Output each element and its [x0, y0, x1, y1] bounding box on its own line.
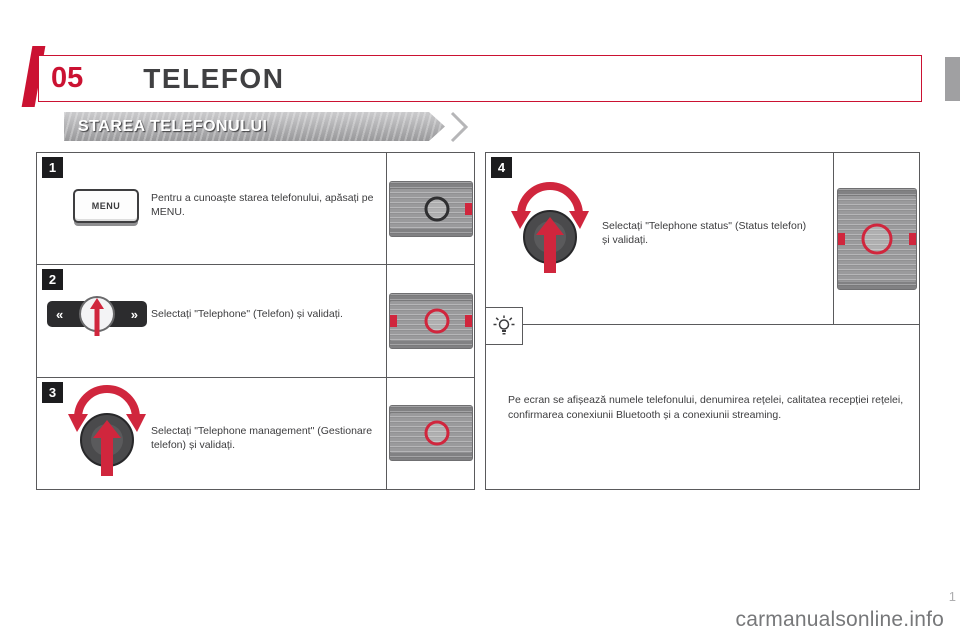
screen-thumbnail	[388, 405, 473, 462]
rocker-switch-illustration: « »	[47, 293, 147, 341]
step-number-badge: 4	[491, 157, 512, 178]
screen-thumbnail	[388, 292, 473, 349]
step-row-4: 4 Selectați "Telephone status" (Status t…	[486, 153, 919, 325]
steps-panel-left: 1 MENU Pentru a cunoaște starea telefonu…	[36, 152, 475, 490]
page-header: 05 TELEFON	[38, 55, 922, 102]
tip-icon-box	[485, 307, 523, 345]
page-title: TELEFON	[143, 62, 285, 94]
selection-ring-icon	[424, 420, 450, 446]
chapter-number: 05	[51, 62, 84, 94]
step-instruction: Selectați "Telephone" (Telefon) și valid…	[151, 308, 343, 321]
step-number-badge: 3	[42, 381, 63, 403]
step-number-badge: 1	[42, 157, 63, 178]
step-instruction: Pentru a cunoaște starea telefonului, ap…	[151, 192, 374, 219]
screen-marker	[464, 202, 472, 215]
step-row-3: 3 Selectați "Telephone management" (Gest…	[37, 377, 474, 489]
section-banner: STAREA TELEFONULUI	[64, 112, 445, 141]
chevron-right-icon	[450, 111, 469, 143]
red-up-arrow-icon	[90, 298, 104, 337]
rocker-right-arrow-icon: »	[130, 306, 138, 322]
thumbnail-cell	[833, 153, 919, 324]
menu-button-illustration: MENU	[73, 189, 139, 223]
rocker-left-arrow-icon: «	[56, 306, 64, 322]
step-instruction: Selectați "Telephone status" (Status tel…	[602, 220, 807, 247]
step-number-badge: 2	[42, 269, 63, 291]
chapter-edge-tab	[945, 57, 960, 101]
selection-ring-icon	[424, 196, 450, 222]
rotary-knob-icon	[511, 182, 589, 273]
thumbnail-cell	[386, 377, 474, 489]
screen-marker	[464, 314, 472, 327]
status-note: Pe ecran se afișează numele telefonului,…	[508, 394, 904, 421]
step-row-2: 2 « » Selectați "Telephone" (Telefon) și…	[37, 265, 474, 378]
page-number: 1	[948, 589, 956, 604]
screen-marker	[837, 232, 845, 245]
steps-panel-right: 4 Selectați "Telephone status" (Status t…	[485, 152, 920, 490]
screen-thumbnail	[388, 180, 473, 237]
light-bulb-icon	[493, 315, 515, 335]
screen-marker	[389, 314, 397, 327]
step-row-1: 1 MENU Pentru a cunoaște starea telefonu…	[37, 153, 474, 266]
thumbnail-cell	[386, 265, 474, 377]
section-title: STAREA TELEFONULUI	[78, 117, 268, 135]
selection-ring-icon	[861, 223, 892, 254]
screen-marker	[908, 232, 916, 245]
menu-button-label: MENU	[91, 201, 121, 211]
step-instruction: Selectați "Telephone management" (Gestio…	[151, 424, 373, 451]
site-watermark: carmanualsonline.info	[735, 608, 944, 631]
selection-ring-icon	[424, 308, 450, 334]
thumbnail-cell	[386, 153, 474, 265]
rotary-knob-icon	[68, 384, 146, 476]
screen-thumbnail	[836, 187, 917, 290]
